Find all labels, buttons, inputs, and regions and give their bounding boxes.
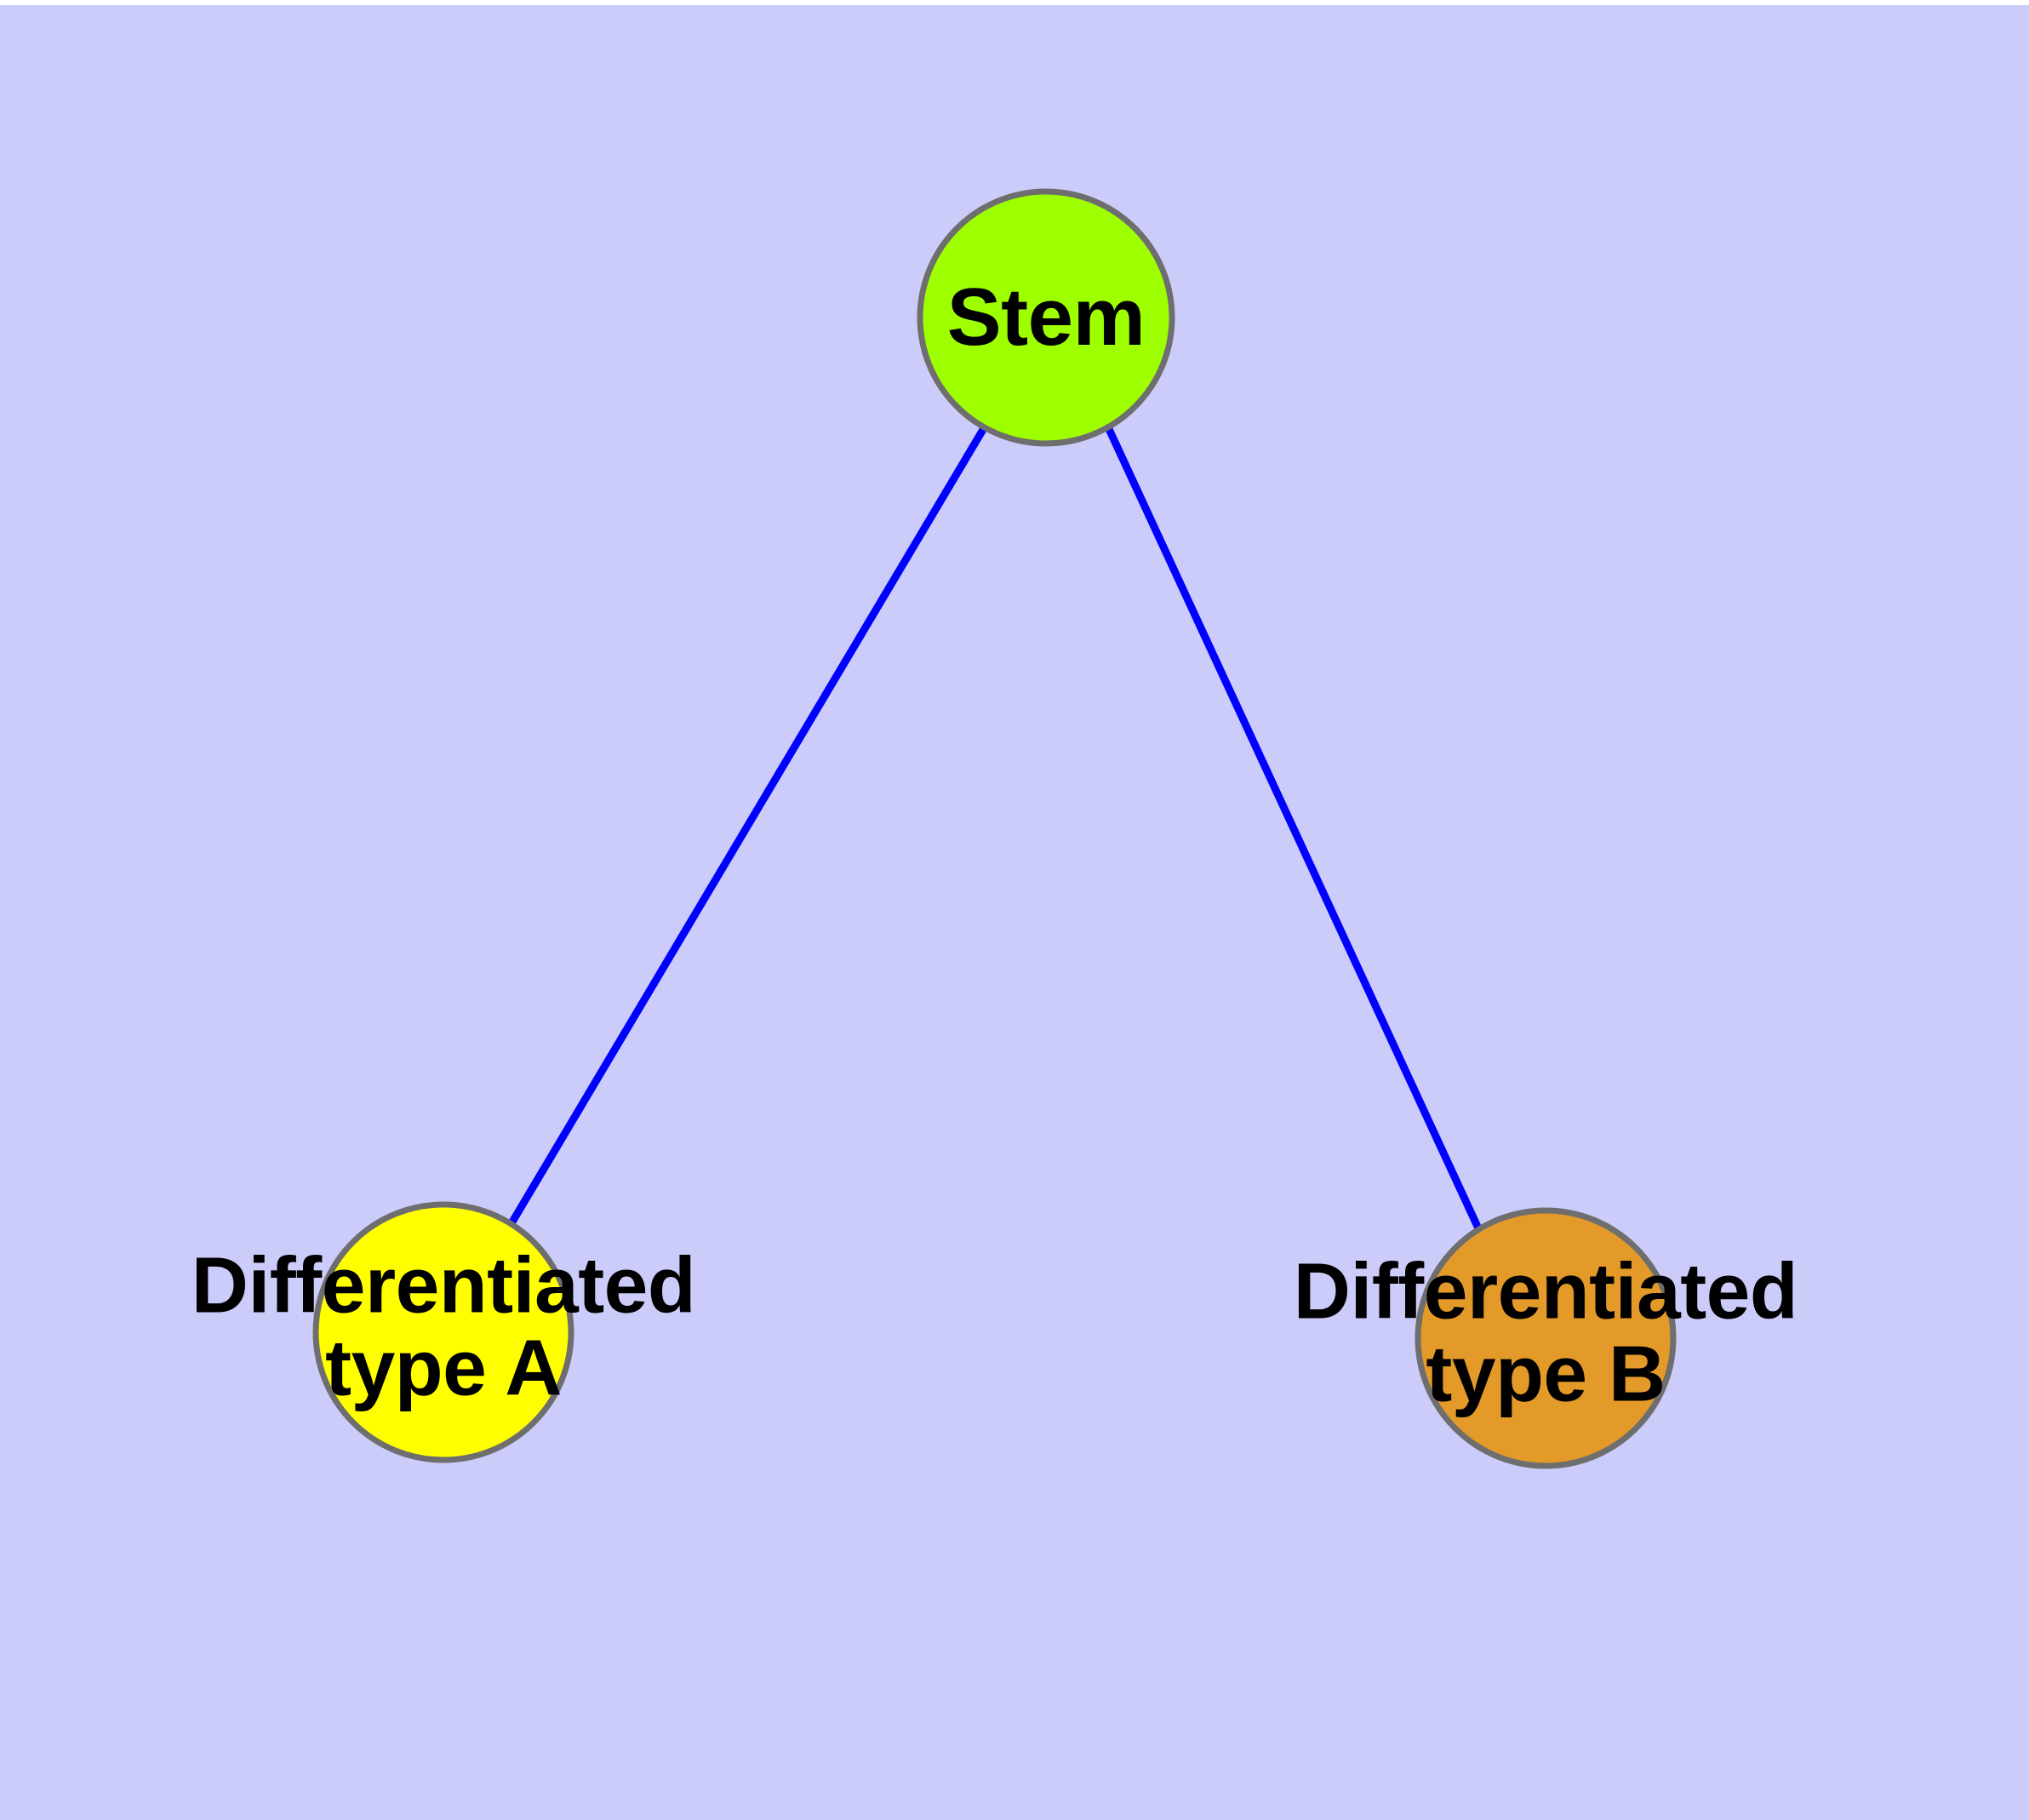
edge-stem-to-diff-a — [508, 426, 987, 1226]
edge-stem-to-diff-b — [1105, 427, 1483, 1230]
node-layer — [312, 188, 1677, 1469]
node-circle-diff-a[interactable] — [312, 1201, 574, 1463]
node-circle-diff-b[interactable] — [1415, 1207, 1677, 1469]
node-circle-stem[interactable] — [917, 188, 1175, 447]
edge-layer — [508, 426, 1483, 1230]
